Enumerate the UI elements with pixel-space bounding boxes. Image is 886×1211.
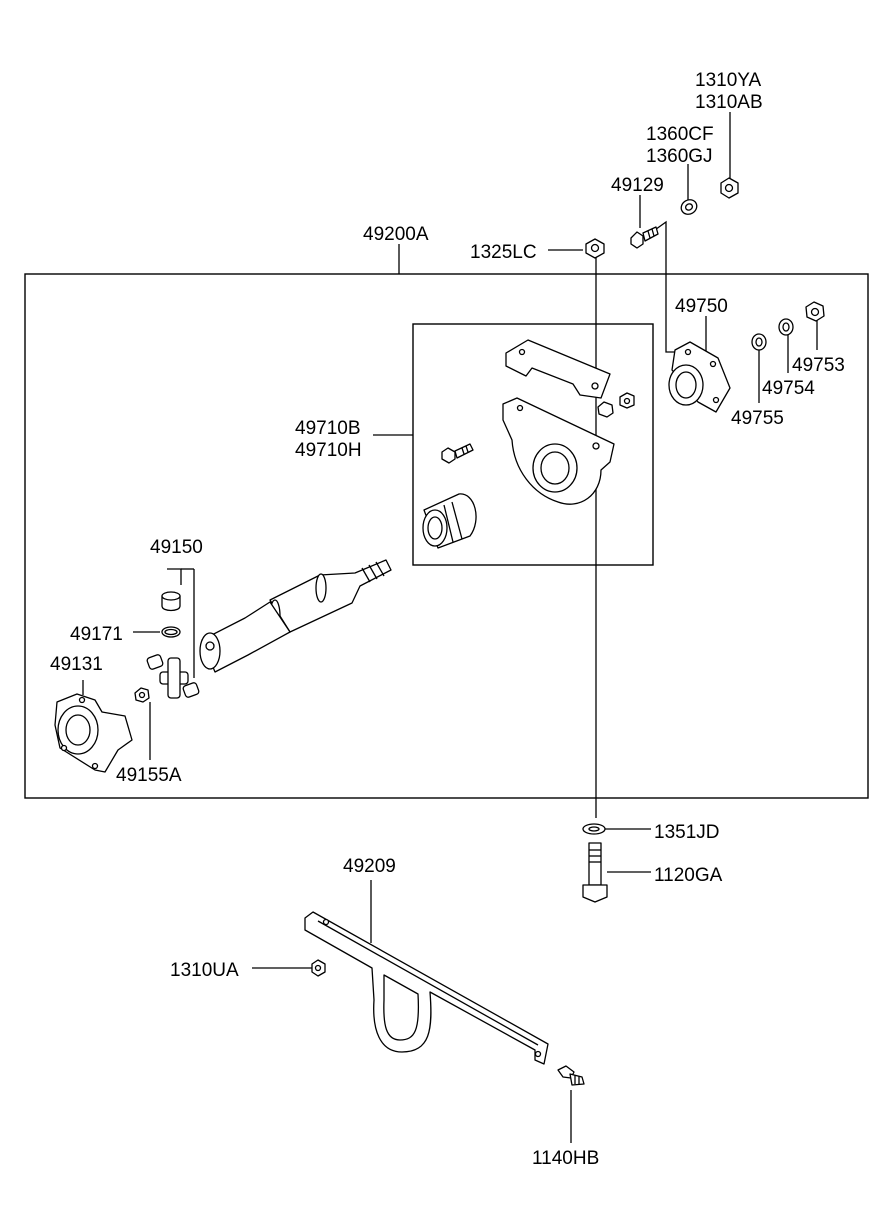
universal-joint-spider-icon xyxy=(146,654,200,699)
label-1351JD: 1351JD xyxy=(654,822,720,843)
bracket-bolt-icon xyxy=(441,443,474,464)
label-49131: 49131 xyxy=(50,654,103,675)
leader-lines xyxy=(82,112,818,1143)
grease-nipple-49155A-icon xyxy=(134,687,150,703)
label-49129: 49129 xyxy=(611,175,664,196)
washer-49754-icon xyxy=(778,318,794,336)
center-bearing-kit-frame xyxy=(412,323,654,566)
label-49754: 49754 xyxy=(762,378,815,399)
bolt-1120GA-icon xyxy=(582,842,608,903)
label-1120GA: 1120GA xyxy=(654,865,723,886)
washer-49755-icon xyxy=(751,333,767,351)
label-49753: 49753 xyxy=(792,355,845,376)
propeller-shaft-icon xyxy=(199,559,392,673)
flange-yoke-49750-icon xyxy=(668,341,731,413)
label-49710H: 49710H xyxy=(295,440,362,461)
washer-1351JD-icon xyxy=(582,823,606,835)
label-1325LC: 1325LC xyxy=(470,242,537,263)
label-1310AB: 1310AB xyxy=(695,92,763,113)
small-nut-pair-icon xyxy=(597,392,635,418)
label-1360CF: 1360CF xyxy=(646,124,714,145)
snap-ring-49171-icon xyxy=(161,626,181,638)
label-49710B: 49710B xyxy=(295,418,361,439)
nut-1310YA-icon xyxy=(720,177,739,199)
bolt-1140HB-icon xyxy=(557,1065,585,1086)
assembly-49200A-frame xyxy=(24,273,869,799)
bracket-plate-icon xyxy=(505,339,611,399)
bearing-bracket-icon xyxy=(502,397,615,505)
nut-1310UA-icon xyxy=(311,959,326,977)
label-49755: 49755 xyxy=(731,408,784,429)
nut-1325LC-icon xyxy=(585,238,605,259)
label-49750: 49750 xyxy=(675,296,728,317)
label-1360GJ: 1360GJ xyxy=(646,146,713,167)
label-49171: 49171 xyxy=(70,624,123,645)
label-49209: 49209 xyxy=(343,856,396,877)
label-1140HB: 1140HB xyxy=(532,1148,599,1169)
label-49155A: 49155A xyxy=(116,765,182,786)
label-49200A: 49200A xyxy=(363,224,429,245)
nut-49753-icon xyxy=(805,301,825,322)
label-49150: 49150 xyxy=(150,537,203,558)
flange-yoke-49131-icon xyxy=(54,693,133,773)
label-1310UA: 1310UA xyxy=(170,960,239,981)
rubber-bearing-icon xyxy=(422,493,477,549)
label-1310YA: 1310YA xyxy=(695,70,762,91)
bearing-cap-49150-icon xyxy=(161,591,181,612)
crossmember-49209-icon xyxy=(304,911,549,1065)
washer-1360CF-icon xyxy=(680,199,698,215)
bolt-49129-icon xyxy=(630,226,659,249)
